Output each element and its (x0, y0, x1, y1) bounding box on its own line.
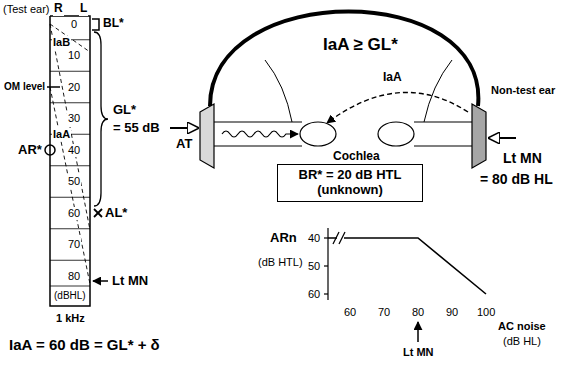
label: Cochlea (332, 150, 381, 164)
label: 70 (377, 306, 391, 319)
ar-marker (45, 145, 55, 155)
label: 90 (445, 306, 459, 319)
label: IaB (52, 36, 71, 49)
label: 50 (307, 260, 321, 273)
label: AC noise (497, 320, 547, 333)
attenuation-diagonals (50, 24, 90, 284)
label: 0 (70, 18, 78, 31)
noise-arrow (489, 137, 516, 139)
label: R (53, 2, 64, 16)
test-earphone (200, 104, 214, 168)
label: L (79, 2, 88, 16)
label: IaA ≥ GL* (322, 35, 399, 55)
label: 60 (307, 288, 321, 301)
label: AL* (104, 206, 128, 221)
label: (dBHL) (53, 290, 87, 302)
box-text: BR* = 20 dB HTL (unknown) (285, 168, 415, 198)
label: 50 (67, 175, 81, 188)
label: (Test ear) (2, 3, 50, 16)
gl-brace (94, 32, 108, 206)
label: 60 (343, 306, 357, 319)
label: 20 (67, 81, 81, 94)
label: AT (175, 137, 193, 152)
label: Lt MN (502, 150, 543, 166)
om-level-tick (47, 86, 60, 88)
interaural-path (327, 92, 468, 123)
axis-break (333, 232, 345, 244)
headband-arc (210, 12, 478, 107)
graph-line (328, 238, 486, 294)
label: 30 (67, 112, 81, 125)
process-box: BR* = 20 dB HTL (unknown) (277, 164, 423, 202)
label: 40 (67, 144, 81, 157)
masking-arrow (93, 280, 108, 282)
bl-bracket (92, 19, 99, 30)
sound-wave (222, 131, 298, 137)
scale-gridlines (50, 40, 90, 286)
label: = 55 dB (112, 121, 161, 136)
label: Lt MN (402, 346, 435, 359)
graph-masking-arrow (417, 322, 419, 342)
label: (dB HL) (502, 335, 542, 348)
label: GL* (112, 103, 137, 118)
cochlea-left (300, 122, 336, 146)
nontest-earphone (472, 104, 486, 168)
label: OM level (3, 81, 46, 93)
label: IaA (382, 71, 403, 85)
label: Non-test ear (490, 84, 556, 97)
label: 40 (307, 232, 321, 245)
ear-canals (214, 122, 472, 146)
head-outline-right (424, 60, 452, 122)
label: 70 (67, 238, 81, 251)
label: ARn (269, 231, 298, 246)
test-signal-arrow (170, 127, 198, 129)
label: Lt MN (111, 274, 149, 289)
label: 10 (67, 49, 81, 62)
label: = 80 dB HL (479, 171, 554, 187)
label: IaA (52, 128, 71, 141)
label: 80 (411, 306, 425, 319)
label: (dB HTL) (257, 256, 304, 269)
graph-ticks (324, 238, 328, 294)
label: 60 (67, 207, 81, 220)
label: IaA = 60 dB = GL* + δ (8, 336, 161, 353)
al-cross (94, 209, 102, 217)
label: 100 (476, 306, 496, 319)
label: AR* (17, 143, 43, 158)
head-outline-left (265, 60, 292, 122)
label: 80 (67, 270, 81, 283)
label: 1 kHz (55, 312, 86, 325)
cochlea-right (378, 122, 414, 146)
label: BL* (102, 17, 125, 31)
scale-frame (50, 16, 90, 306)
